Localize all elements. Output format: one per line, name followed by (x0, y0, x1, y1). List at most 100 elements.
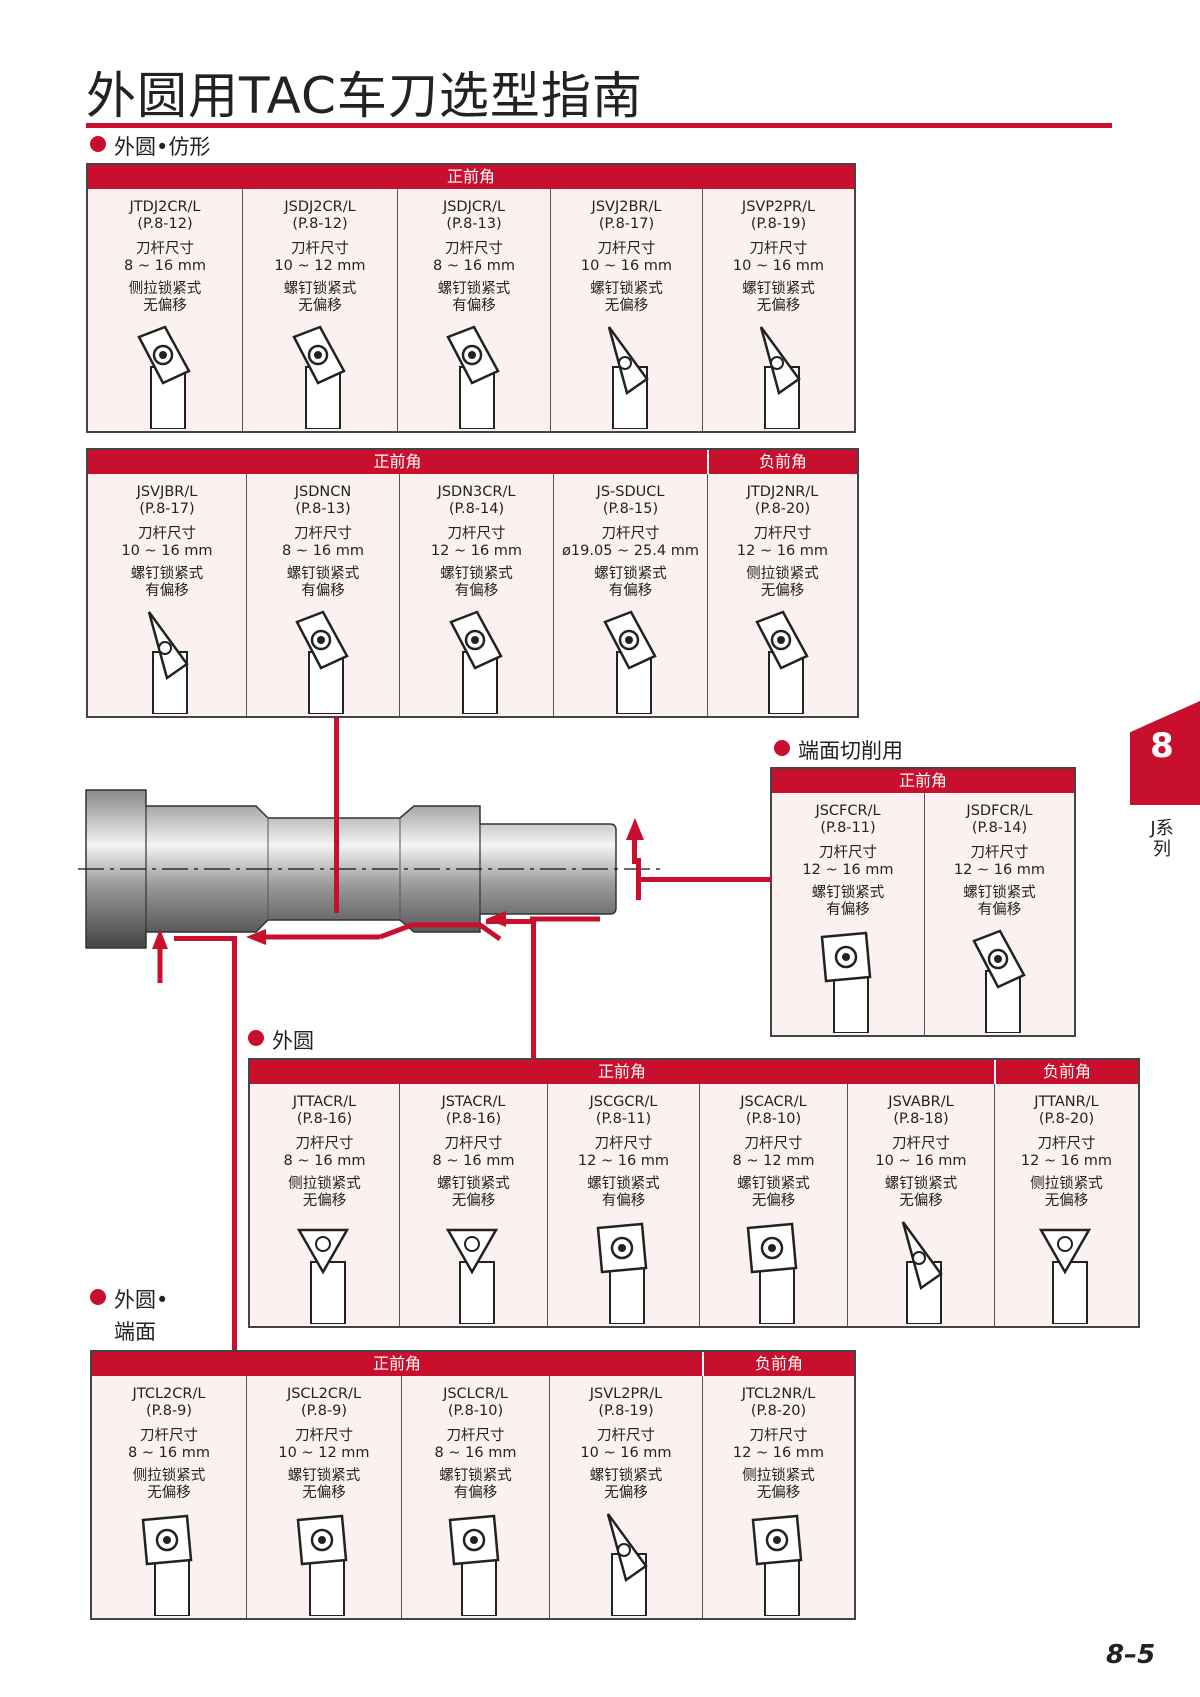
bullet-icon (90, 1289, 106, 1305)
shank-label: 刀杆尺寸 (597, 1428, 655, 1444)
shank-size: 8 ~ 16 mm (124, 258, 206, 274)
route-line (636, 877, 772, 882)
offset-type: 无偏移 (143, 298, 187, 314)
page-ref: (P.8-15) (602, 501, 659, 517)
model-code: JTTACR/L (292, 1094, 357, 1110)
route-line (486, 919, 536, 924)
shank-size: 8 ~ 16 mm (283, 1153, 366, 1169)
C-insert-icon (448, 1514, 499, 1616)
model-code: JSCFCR/L (815, 803, 881, 819)
D-insert-icon (602, 610, 657, 714)
shank-label: 刀杆尺寸 (892, 1136, 950, 1152)
clamp-type: 螺钉锁紧式 (587, 1176, 660, 1192)
model-code: JTDJ2CR/L (129, 199, 201, 215)
clamp-type: 侧拉锁紧式 (1030, 1176, 1103, 1192)
route-line (636, 858, 641, 900)
model-code: JSVJBR/L (136, 484, 198, 500)
offset-type: 无偏移 (756, 1485, 801, 1501)
clamp-type: 螺钉锁紧式 (963, 885, 1036, 901)
clamp-type: 侧拉锁紧式 (288, 1176, 361, 1192)
shank-label: 刀杆尺寸 (749, 241, 808, 257)
page-ref: (P.8-11) (595, 1111, 652, 1127)
shank-size: 10 ~ 16 mm (875, 1153, 967, 1169)
clamp-type: 螺钉锁紧式 (589, 1468, 663, 1484)
shank-label: 刀杆尺寸 (446, 1428, 505, 1444)
shank-size: 12 ~ 16 mm (732, 1445, 825, 1461)
clamp-type: 侧拉锁紧式 (746, 566, 819, 582)
page-ref: (P.8-20) (750, 1403, 807, 1419)
offset-type: 有偏移 (301, 583, 345, 599)
page-title: 外圆用TAC车刀选型指南 (86, 67, 643, 125)
rake-angle-header: 正前角 (772, 769, 1074, 793)
offset-type: 无偏移 (756, 298, 801, 314)
C-insert-icon (296, 1514, 348, 1616)
V-insert-icon (759, 326, 801, 429)
clamp-type: 螺钉锁紧式 (437, 1176, 510, 1192)
C-insert-icon (596, 1222, 647, 1324)
page-ref: (P.8-17) (139, 501, 195, 517)
page-ref: (P.8-10) (447, 1403, 504, 1419)
offset-type: 无偏移 (751, 1193, 796, 1209)
arrow-up-icon (152, 929, 168, 949)
clamp-type: 螺钉锁紧式 (742, 281, 815, 297)
model-code: JSDNCN (294, 484, 352, 500)
T-insert-icon (445, 1228, 498, 1324)
offset-type: 有偏移 (452, 298, 496, 314)
clamp-type: 螺钉锁紧式 (737, 1176, 810, 1192)
offset-type: 无偏移 (147, 1485, 191, 1501)
shank-size: 8 ~ 16 mm (432, 1153, 515, 1169)
offset-type: 有偏移 (601, 1193, 646, 1209)
shank-label: 刀杆尺寸 (753, 526, 812, 542)
model-code: JTCL2CR/L (132, 1386, 206, 1402)
shank-label: 刀杆尺寸 (140, 1428, 198, 1444)
model-code: JSDFCR/L (966, 803, 1033, 819)
shank-label: 刀杆尺寸 (594, 1136, 653, 1152)
offset-type: 有偏移 (977, 902, 1022, 918)
title-rule (86, 123, 1112, 128)
rake-angle-header: 正前角 (88, 450, 707, 474)
shank-label: 刀杆尺寸 (291, 241, 349, 257)
arrow-left-icon (246, 929, 266, 945)
shank-label: 刀杆尺寸 (445, 241, 503, 257)
page-ref: (P.8-16) (296, 1111, 353, 1127)
offset-type: 有偏移 (145, 583, 189, 599)
shank-size: ø19.05 ~ 25.4 mm (562, 543, 699, 559)
C-insert-icon (751, 1514, 802, 1616)
offset-type: 无偏移 (604, 1485, 648, 1501)
model-code: JTDJ2NR/L (746, 484, 819, 500)
page-ref: (P.8-9) (145, 1403, 193, 1419)
offset-type: 有偏移 (608, 583, 653, 599)
page-ref: (P.8-12) (292, 216, 348, 232)
profile-path (260, 922, 502, 942)
rake-angle-header: 正前角 (250, 1060, 994, 1084)
clamp-type: 螺钉锁紧式 (437, 281, 511, 297)
arrow-up-icon (626, 818, 644, 840)
section-facing: 端面切削用 (774, 735, 903, 767)
shank-size: 8 ~ 12 mm (732, 1153, 815, 1169)
offset-type: 无偏移 (302, 1485, 346, 1501)
shank-size: 12 ~ 16 mm (953, 862, 1046, 878)
